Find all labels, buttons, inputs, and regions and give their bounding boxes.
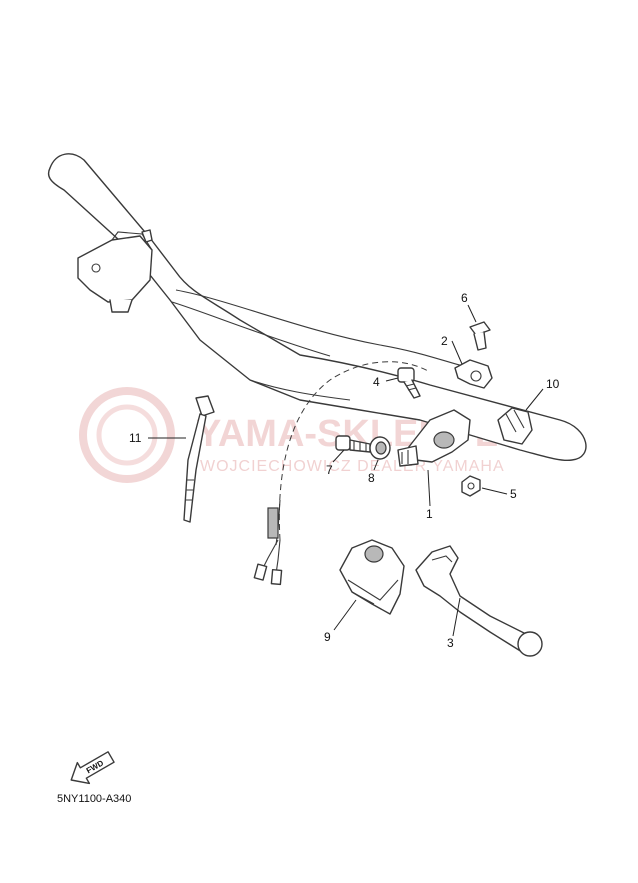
- part-1-lever-holder: [397, 409, 471, 467]
- part-9-lever-cover: [339, 539, 405, 615]
- callout-10: 10: [546, 377, 560, 391]
- callout-6: 6: [461, 291, 468, 305]
- callout-5: 5: [510, 487, 517, 501]
- callout-9: 9: [324, 630, 331, 644]
- watermark-logo: [79, 387, 175, 483]
- part-5-nut: [461, 475, 481, 497]
- callout-8: 8: [368, 471, 375, 485]
- fwd-arrow: FWD: [70, 751, 115, 785]
- callout-11: 11: [129, 431, 142, 445]
- part-3-clutch-lever: [415, 545, 543, 657]
- callout-7: 7: [326, 463, 333, 477]
- wire-connectors: [253, 507, 283, 586]
- part-4-bolt: [397, 367, 421, 399]
- leader-lines: [148, 304, 544, 637]
- cable-routing: [278, 361, 431, 541]
- part-11-cable-tie: [183, 395, 215, 523]
- part-10-clamp: [497, 407, 533, 445]
- callouts: 1 2 3 4 5 6 7 8 9 10 11: [129, 291, 560, 650]
- part-2-clamp: [454, 359, 493, 389]
- callout-3: 3: [447, 636, 454, 650]
- callout-1: 1: [426, 507, 433, 521]
- callout-4: 4: [373, 375, 380, 389]
- diagram-code: 5NY1100-A340: [57, 793, 131, 805]
- part-8-adjuster: [369, 436, 391, 460]
- watermark-subtitle: WOJCIECHOWICZ DEALER YAMAHA: [200, 458, 505, 475]
- callout-2: 2: [441, 334, 448, 348]
- part-6-bolt: [469, 321, 491, 351]
